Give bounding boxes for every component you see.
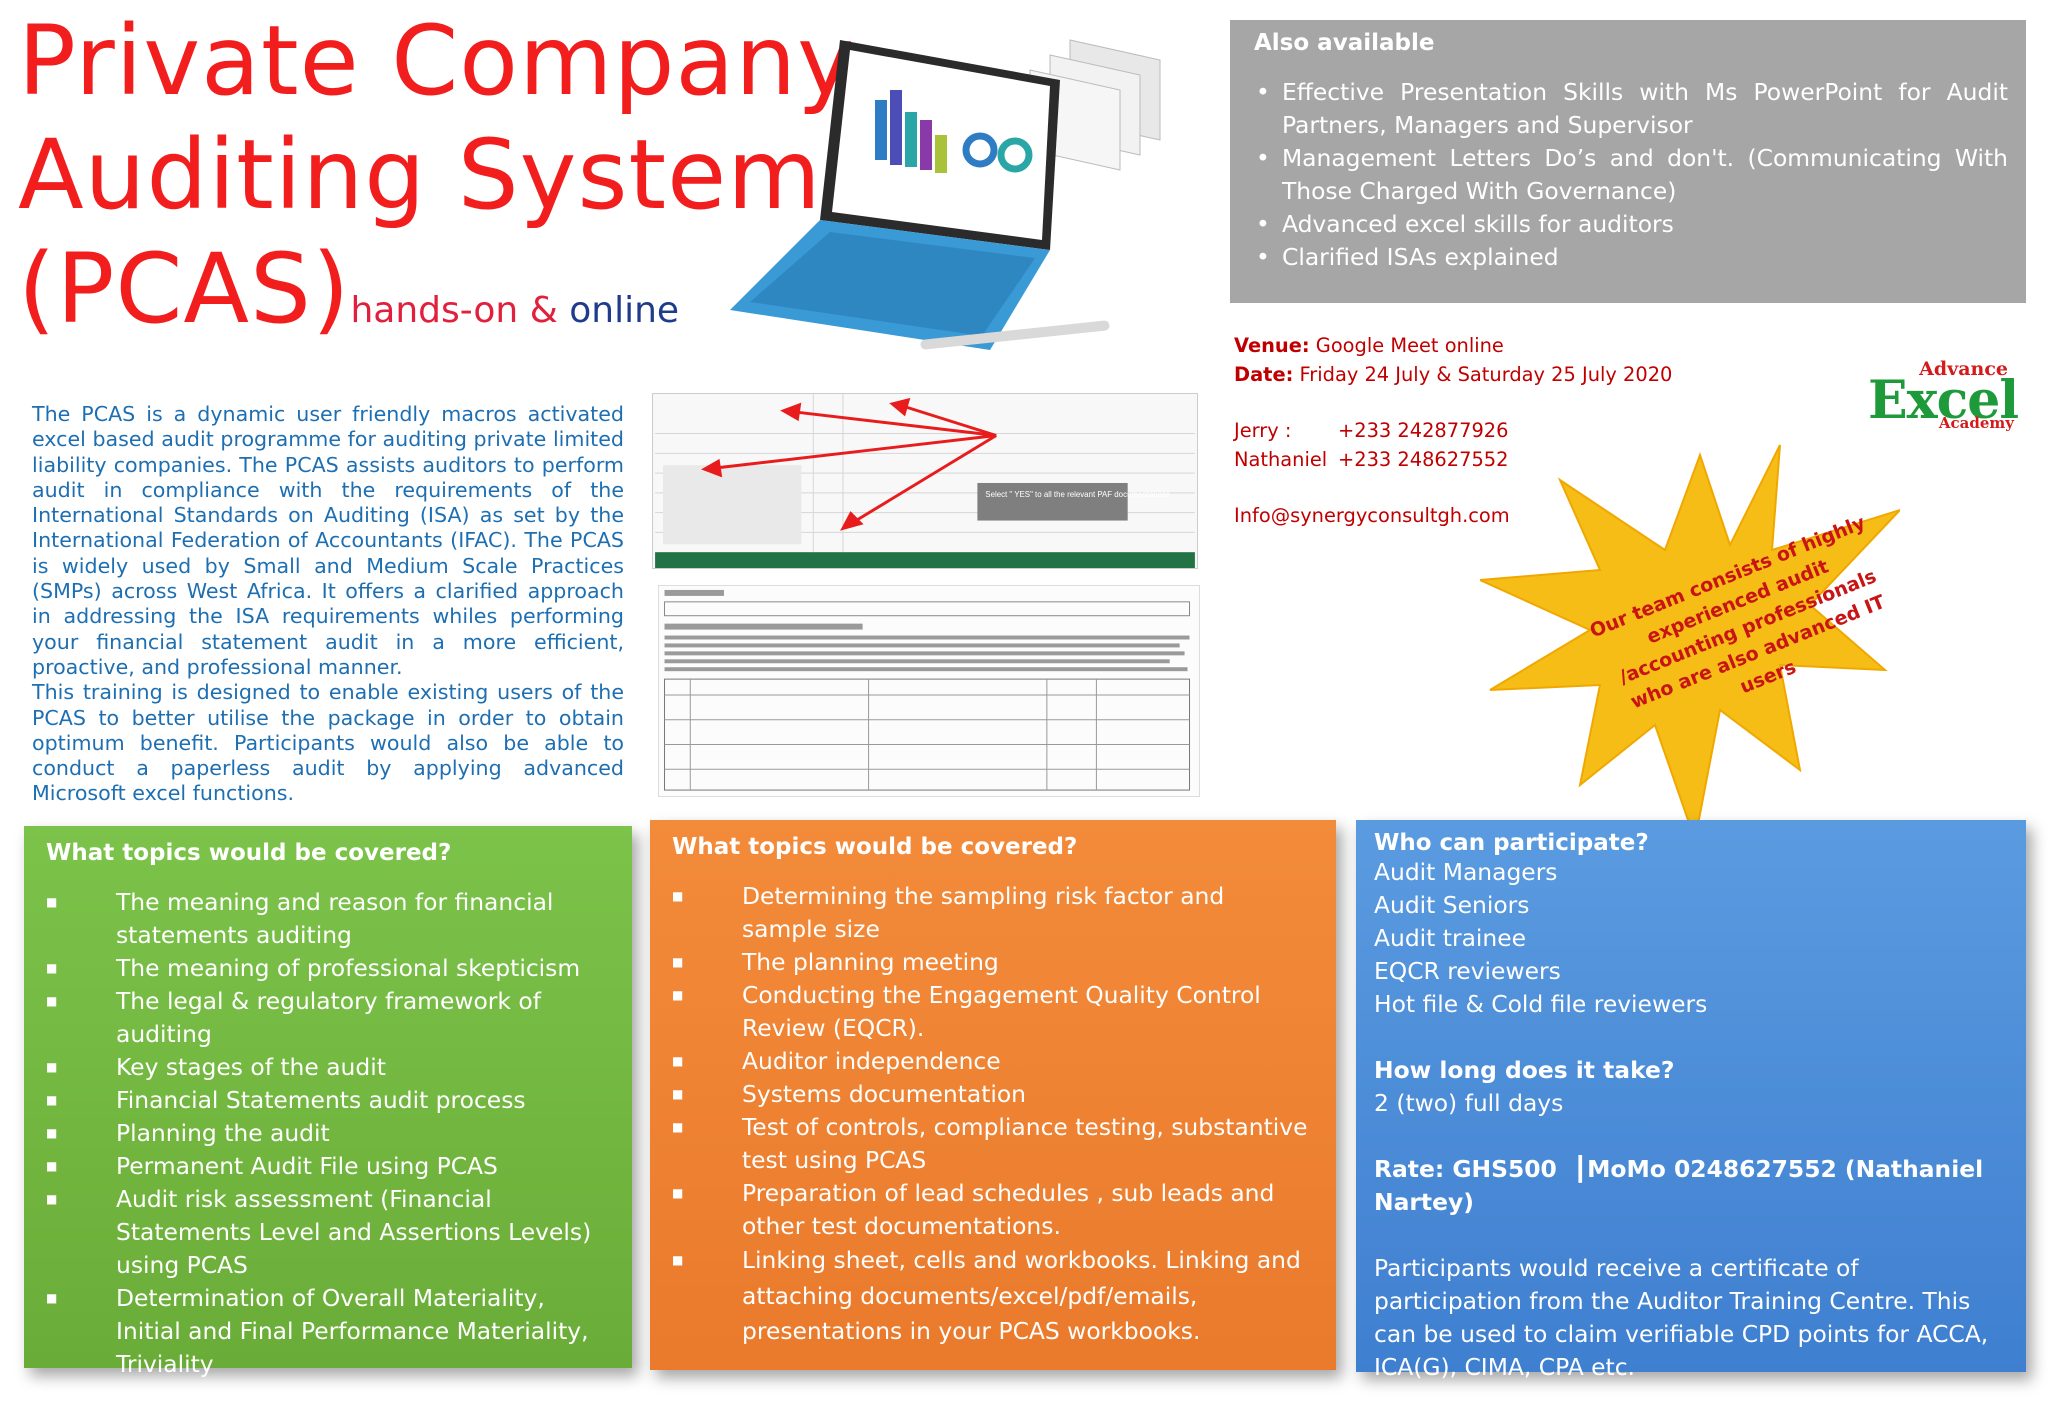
list-item: The meaning of professional skepticism bbox=[46, 952, 612, 985]
callout-text: Select " YES" to all the relevant PAF do… bbox=[985, 490, 1170, 499]
list-item: Effective Presentation Skills with Ms Po… bbox=[1254, 76, 2008, 142]
contact-name: Nathaniel bbox=[1234, 447, 1328, 471]
spreadsheet-screenshot: Select " YES" to all the relevant PAF do… bbox=[652, 393, 1198, 569]
participant-item: Audit Seniors bbox=[1374, 891, 1530, 919]
starburst-badge bbox=[1480, 444, 1900, 840]
participant-item: Audit Managers bbox=[1374, 858, 1558, 886]
participant-item: EQCR reviewers bbox=[1374, 957, 1561, 985]
participant-item: Hot file & Cold file reviewers bbox=[1374, 990, 1708, 1018]
suffix-hands-on: hands-on bbox=[350, 290, 519, 331]
list-item: The planning meeting bbox=[672, 946, 1316, 979]
duration-heading: How long does it take? bbox=[1374, 1056, 1675, 1084]
also-available-list: Effective Presentation Skills with Ms Po… bbox=[1254, 76, 2008, 274]
list-item: Preparation of lead schedules , sub lead… bbox=[672, 1177, 1316, 1243]
list-item: The meaning and reason for financial sta… bbox=[46, 886, 612, 952]
laptop-illustration bbox=[730, 39, 1161, 350]
panel-heading: What topics would be covered? bbox=[672, 834, 1078, 860]
email-link[interactable]: Info@synergyconsultgh.com bbox=[1234, 504, 1510, 527]
certificate-text: Participants would receive a certificate… bbox=[1374, 1254, 1989, 1381]
participants-panel: Who can participate? Audit Managers Audi… bbox=[1356, 820, 2026, 1381]
topics-panel-1: What topics would be covered? The meanin… bbox=[24, 826, 632, 1378]
list-item: Financial Statements audit process bbox=[46, 1084, 612, 1117]
date-value: Friday 24 July & Saturday 25 July 2020 bbox=[1299, 362, 1673, 386]
also-available-heading: Also available bbox=[1254, 30, 1435, 56]
list-item: Audit risk assessment (Financial Stateme… bbox=[46, 1183, 612, 1282]
list-item: Auditor independence bbox=[672, 1045, 1316, 1078]
title-line-3: (PCAS)hands-on & online bbox=[18, 232, 918, 368]
list-item: Clarified ISAs explained bbox=[1254, 241, 2008, 274]
panel-heading: What topics would be covered? bbox=[46, 840, 452, 866]
contact-phone[interactable]: +233 242877926 bbox=[1338, 419, 1509, 442]
title-line-1: Private Company bbox=[18, 5, 855, 117]
participant-item: Audit trainee bbox=[1374, 924, 1527, 952]
venue-label: Venue: bbox=[1234, 334, 1310, 357]
contact-name: Jerry : bbox=[1234, 419, 1292, 442]
list-item: Permanent Audit File using PCAS bbox=[46, 1150, 612, 1183]
page-title: Private Company Auditing System (PCAS)ha… bbox=[18, 4, 918, 368]
intro-paragraph-1: The PCAS is a dynamic user friendly macr… bbox=[32, 402, 624, 679]
list-item: Management Letters Do’s and don't. (Comm… bbox=[1254, 142, 2008, 208]
title-acronym: (PCAS) bbox=[18, 233, 351, 345]
suffix-amp: & bbox=[529, 290, 558, 331]
topics-list: Determining the sampling risk factor and… bbox=[672, 880, 1316, 1350]
list-item: Conducting the Engagement Quality Contro… bbox=[672, 979, 1316, 1045]
topics-panel-2: What topics would be covered? Determinin… bbox=[650, 820, 1336, 1370]
list-item: Determination of Overall Materiality, In… bbox=[46, 1282, 612, 1381]
panel-heading: Who can participate? bbox=[1374, 830, 1649, 856]
date-label: Date: bbox=[1234, 362, 1294, 386]
logo-academy: Academy bbox=[1938, 414, 2014, 432]
list-item: Systems documentation bbox=[672, 1078, 1316, 1111]
list-item: The legal & regulatory framework of audi… bbox=[46, 985, 612, 1051]
list-item: Test of controls, compliance testing, su… bbox=[672, 1111, 1316, 1177]
topics-list: The meaning and reason for financial sta… bbox=[46, 886, 612, 1381]
logo-advance: Advance bbox=[1919, 358, 2008, 380]
list-item: Planning the audit bbox=[46, 1117, 612, 1150]
contact-row: Nathaniel +233 248627552 bbox=[1234, 446, 1794, 475]
event-details: Venue: Google Meet online Date: Friday 2… bbox=[1234, 332, 1794, 531]
intro-paragraph-2: This training is designed to enable exis… bbox=[32, 680, 624, 806]
date-row: Date: Friday 24 July & Saturday 25 July … bbox=[1234, 361, 1794, 390]
rate-text: Rate: GHS500 ┃MoMo 0248627552 (Nathaniel… bbox=[1374, 1155, 1984, 1216]
contact-phone[interactable]: +233 248627552 bbox=[1338, 447, 1509, 471]
advance-excel-academy-logo: Advance Excel Academy bbox=[1864, 358, 2019, 438]
list-item: Determining the sampling risk factor and… bbox=[672, 880, 1316, 946]
list-item: Advanced excel skills for auditors bbox=[1254, 208, 2008, 241]
duration-value: 2 (two) full days bbox=[1374, 1089, 1564, 1117]
suffix-online: online bbox=[569, 290, 680, 331]
venue-value: Google Meet online bbox=[1315, 334, 1504, 357]
intro-text: The PCAS is a dynamic user friendly macr… bbox=[32, 402, 624, 807]
contact-row: Jerry : +233 242877926 bbox=[1234, 417, 1794, 446]
title-suffix: hands-on & online bbox=[350, 290, 679, 331]
list-item: Key stages of the audit bbox=[46, 1051, 612, 1084]
title-line-2: Auditing System bbox=[18, 119, 822, 231]
list-item: Linking sheet, cells and workbooks. Link… bbox=[672, 1243, 1316, 1350]
document-screenshot bbox=[658, 585, 1200, 797]
logo-excel: Excel bbox=[1868, 370, 2019, 431]
also-available-box: Also available Effective Presentation Sk… bbox=[1230, 20, 2026, 303]
venue-row: Venue: Google Meet online bbox=[1234, 332, 1794, 361]
